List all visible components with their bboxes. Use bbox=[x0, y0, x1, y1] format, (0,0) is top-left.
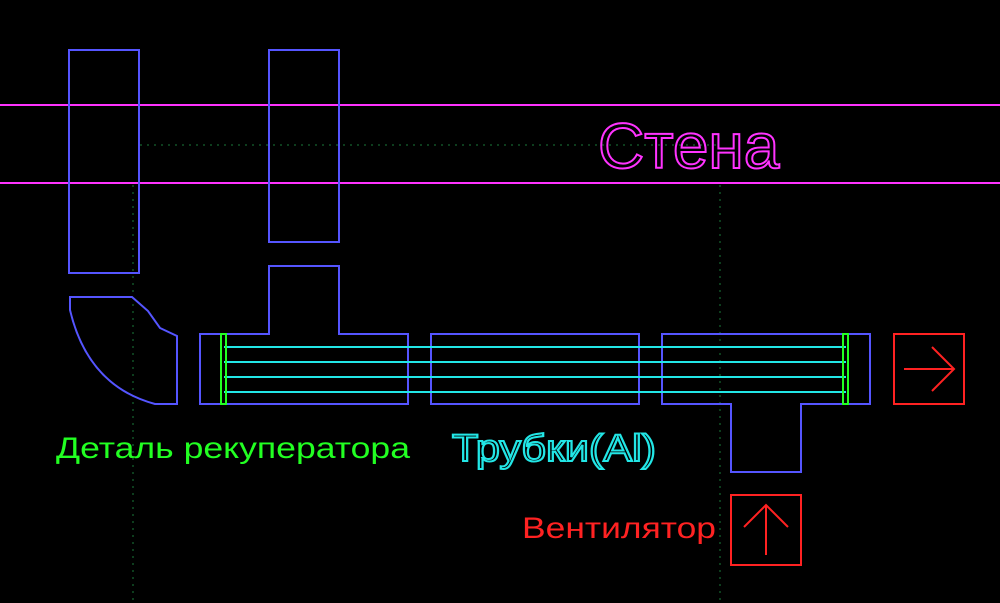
arrow-right-icon bbox=[904, 346, 956, 392]
fan-inlet-block bbox=[730, 494, 802, 566]
fan-inlet-box bbox=[730, 494, 802, 566]
duct-middle-section bbox=[430, 333, 640, 405]
recuperator-plate-right bbox=[842, 333, 849, 405]
wall bbox=[0, 104, 1000, 184]
tubes bbox=[224, 346, 846, 393]
tee-outlet bbox=[661, 333, 871, 473]
duct-elbow bbox=[69, 296, 178, 405]
fan-outlet-block bbox=[893, 333, 965, 405]
recuperator-plates bbox=[220, 333, 849, 405]
wall-label: Стена bbox=[598, 110, 780, 182]
arrow-up-icon bbox=[743, 503, 789, 555]
construction-guides bbox=[132, 144, 721, 603]
recuperator-plate-left bbox=[220, 333, 227, 405]
duct-through-wall-left bbox=[68, 49, 140, 274]
fan-outlet-box bbox=[893, 333, 965, 405]
duct-through-wall-right bbox=[268, 49, 340, 243]
tubes-label: Трубки(Al) bbox=[452, 428, 656, 470]
recuperator-detail-label: Деталь рекуператора bbox=[56, 432, 410, 465]
fan-label: Вентилятор bbox=[522, 512, 716, 545]
ducts bbox=[68, 49, 871, 473]
tee-inlet bbox=[199, 265, 409, 405]
